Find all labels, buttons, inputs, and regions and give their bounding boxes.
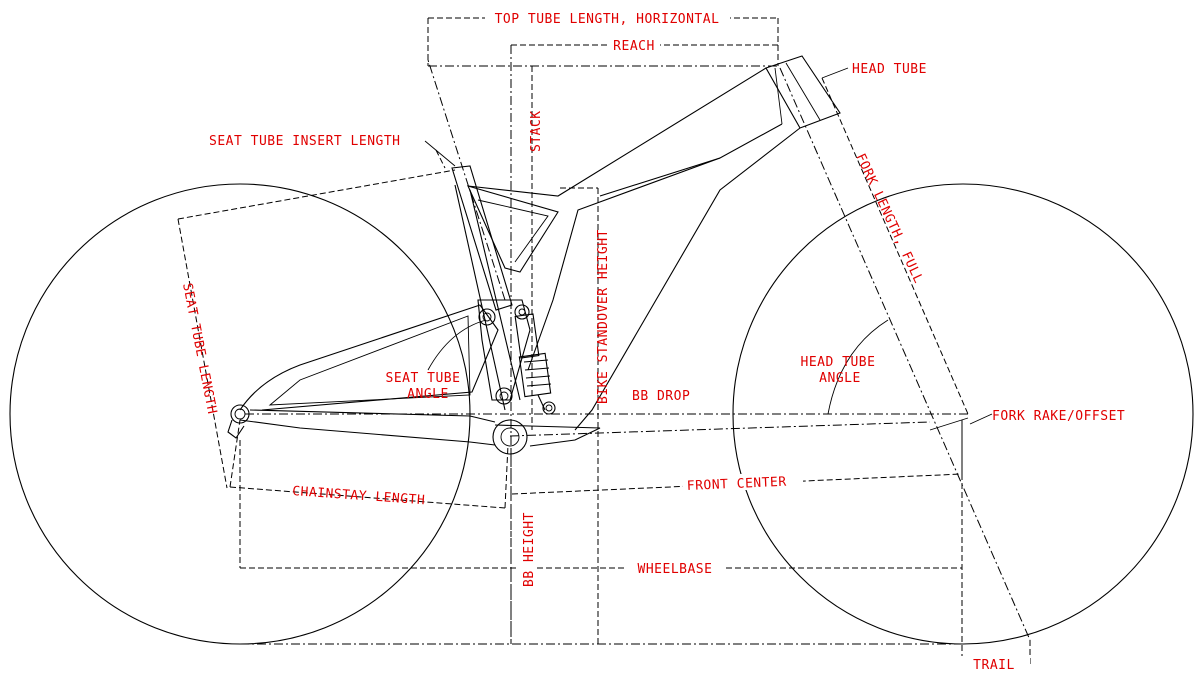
chainstay-ext-b bbox=[504, 444, 509, 509]
label-head-tube-angle-1: HEAD TUBE bbox=[801, 355, 876, 370]
label-trail: TRAIL bbox=[973, 658, 1015, 673]
label-seat-tube-angle-2: ANGLE bbox=[407, 387, 449, 402]
label-standover: BIKE STANDOVER HEIGHT bbox=[596, 229, 611, 404]
label-seat-tube-angle-1: SEAT TUBE bbox=[386, 371, 461, 386]
label-reach: REACH bbox=[613, 39, 655, 54]
head-tube-angle-arc bbox=[827, 319, 889, 415]
seat-tube-insert-dim bbox=[435, 149, 446, 169]
steering-axis bbox=[779, 67, 1031, 641]
seat-tube-angle-arc bbox=[427, 319, 487, 371]
label-bb-height: BB HEIGHT bbox=[522, 512, 537, 587]
rear-shock bbox=[514, 313, 552, 411]
label-head-tube-angle-2: ANGLE bbox=[819, 371, 861, 386]
label-front-center: FRONT CENTER bbox=[687, 475, 787, 494]
label-fork-rake: FORK RAKE/OFFSET bbox=[992, 409, 1125, 424]
label-chainstay: CHAINSTAY LENGTH bbox=[292, 484, 426, 508]
seat-tube-angle-ref bbox=[427, 59, 506, 301]
seat-tube-insert-leader bbox=[424, 140, 456, 167]
seat-gusset bbox=[467, 185, 559, 273]
fork-length-dim bbox=[821, 77, 969, 415]
label-top-tube: TOP TUBE LENGTH, HORIZONTAL bbox=[495, 12, 720, 27]
rocker-link bbox=[477, 299, 531, 401]
label-wheelbase: WHEELBASE bbox=[638, 562, 713, 577]
chainstay-dim-line bbox=[229, 486, 506, 509]
label-fork-length: FORK LENGTH, FULL bbox=[852, 151, 925, 286]
pivot-shock-top bbox=[514, 304, 530, 320]
frame bbox=[227, 55, 841, 455]
head-tube-leader bbox=[821, 67, 849, 79]
pivot-upper bbox=[478, 308, 496, 326]
fork-rake-leader bbox=[969, 413, 993, 425]
down-tube bbox=[574, 127, 801, 431]
bb-centerline bbox=[509, 421, 931, 437]
seat-tube-len-dim-line bbox=[177, 218, 228, 489]
bb-shell bbox=[494, 424, 601, 447]
label-head-tube: HEAD TUBE bbox=[852, 62, 927, 77]
pivot-lower-shock bbox=[542, 401, 556, 415]
label-seat-tube-insert: SEAT TUBE INSERT LENGTH bbox=[209, 134, 401, 149]
pivot-main bbox=[495, 387, 513, 405]
seat-tube bbox=[451, 165, 513, 311]
chain-stay bbox=[239, 419, 496, 446]
top-tube bbox=[467, 67, 767, 197]
label-seat-tube-length: SEAT TUBE LENGTH bbox=[179, 282, 219, 416]
fork-rake-mark bbox=[929, 417, 969, 431]
label-bb-drop: BB DROP bbox=[632, 389, 690, 404]
seat-stay bbox=[239, 304, 499, 411]
bottom-bracket bbox=[492, 419, 528, 455]
seat-tube-len-ext-top bbox=[177, 169, 456, 220]
rear-axle bbox=[230, 404, 250, 424]
chainstay-ext-a bbox=[229, 419, 241, 488]
head-tube bbox=[765, 55, 841, 129]
labels: TOP TUBE LENGTH, HORIZONTAL REACH HEAD T… bbox=[179, 10, 1125, 673]
rear-dropout bbox=[227, 419, 245, 439]
label-stack: STACK bbox=[529, 110, 544, 152]
